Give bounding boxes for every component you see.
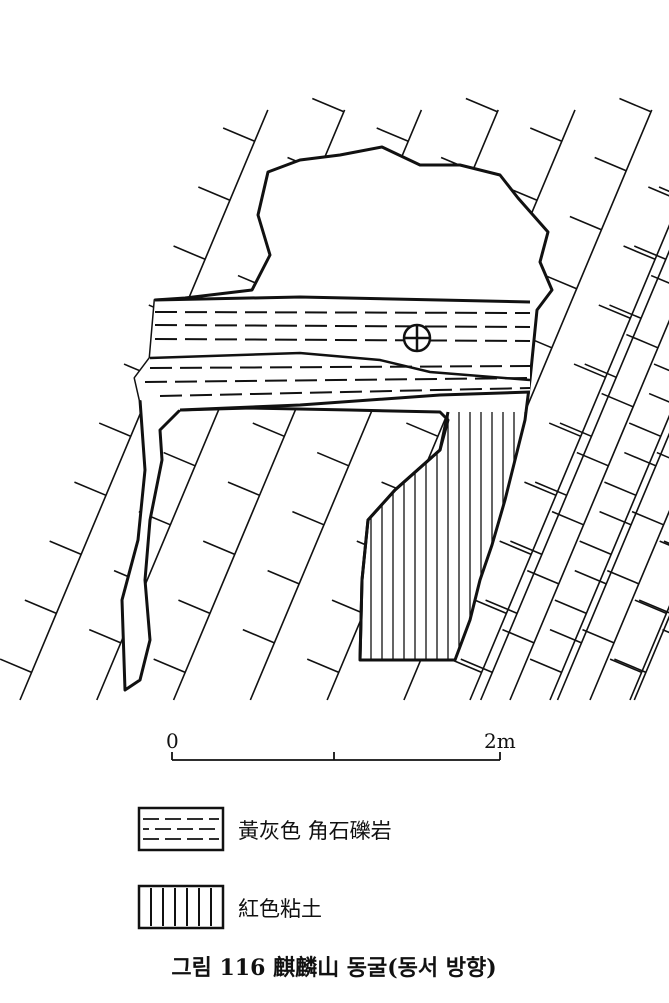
legend-label-breccia: 黃灰色 角石礫岩: [238, 819, 392, 843]
red-clay-boundary: [358, 411, 450, 661]
scale-bar: 0 2m: [166, 729, 516, 761]
sample-location-marker: [402, 323, 432, 353]
figure-caption: 그림 116 麒麟山 동굴(동서 방향): [171, 955, 496, 981]
legend: 黃灰色 角石礫岩 紅色粘土: [137, 806, 392, 930]
cave-outline: [120, 145, 554, 692]
legend-swatch-clay: [137, 884, 225, 930]
scale-end-label: 2m: [484, 729, 516, 753]
legend-label-clay: 紅色粘土: [238, 897, 322, 921]
breccia-layer: [135, 295, 531, 412]
scale-start-label: 0: [166, 729, 179, 753]
legend-swatch-breccia: [137, 806, 225, 852]
